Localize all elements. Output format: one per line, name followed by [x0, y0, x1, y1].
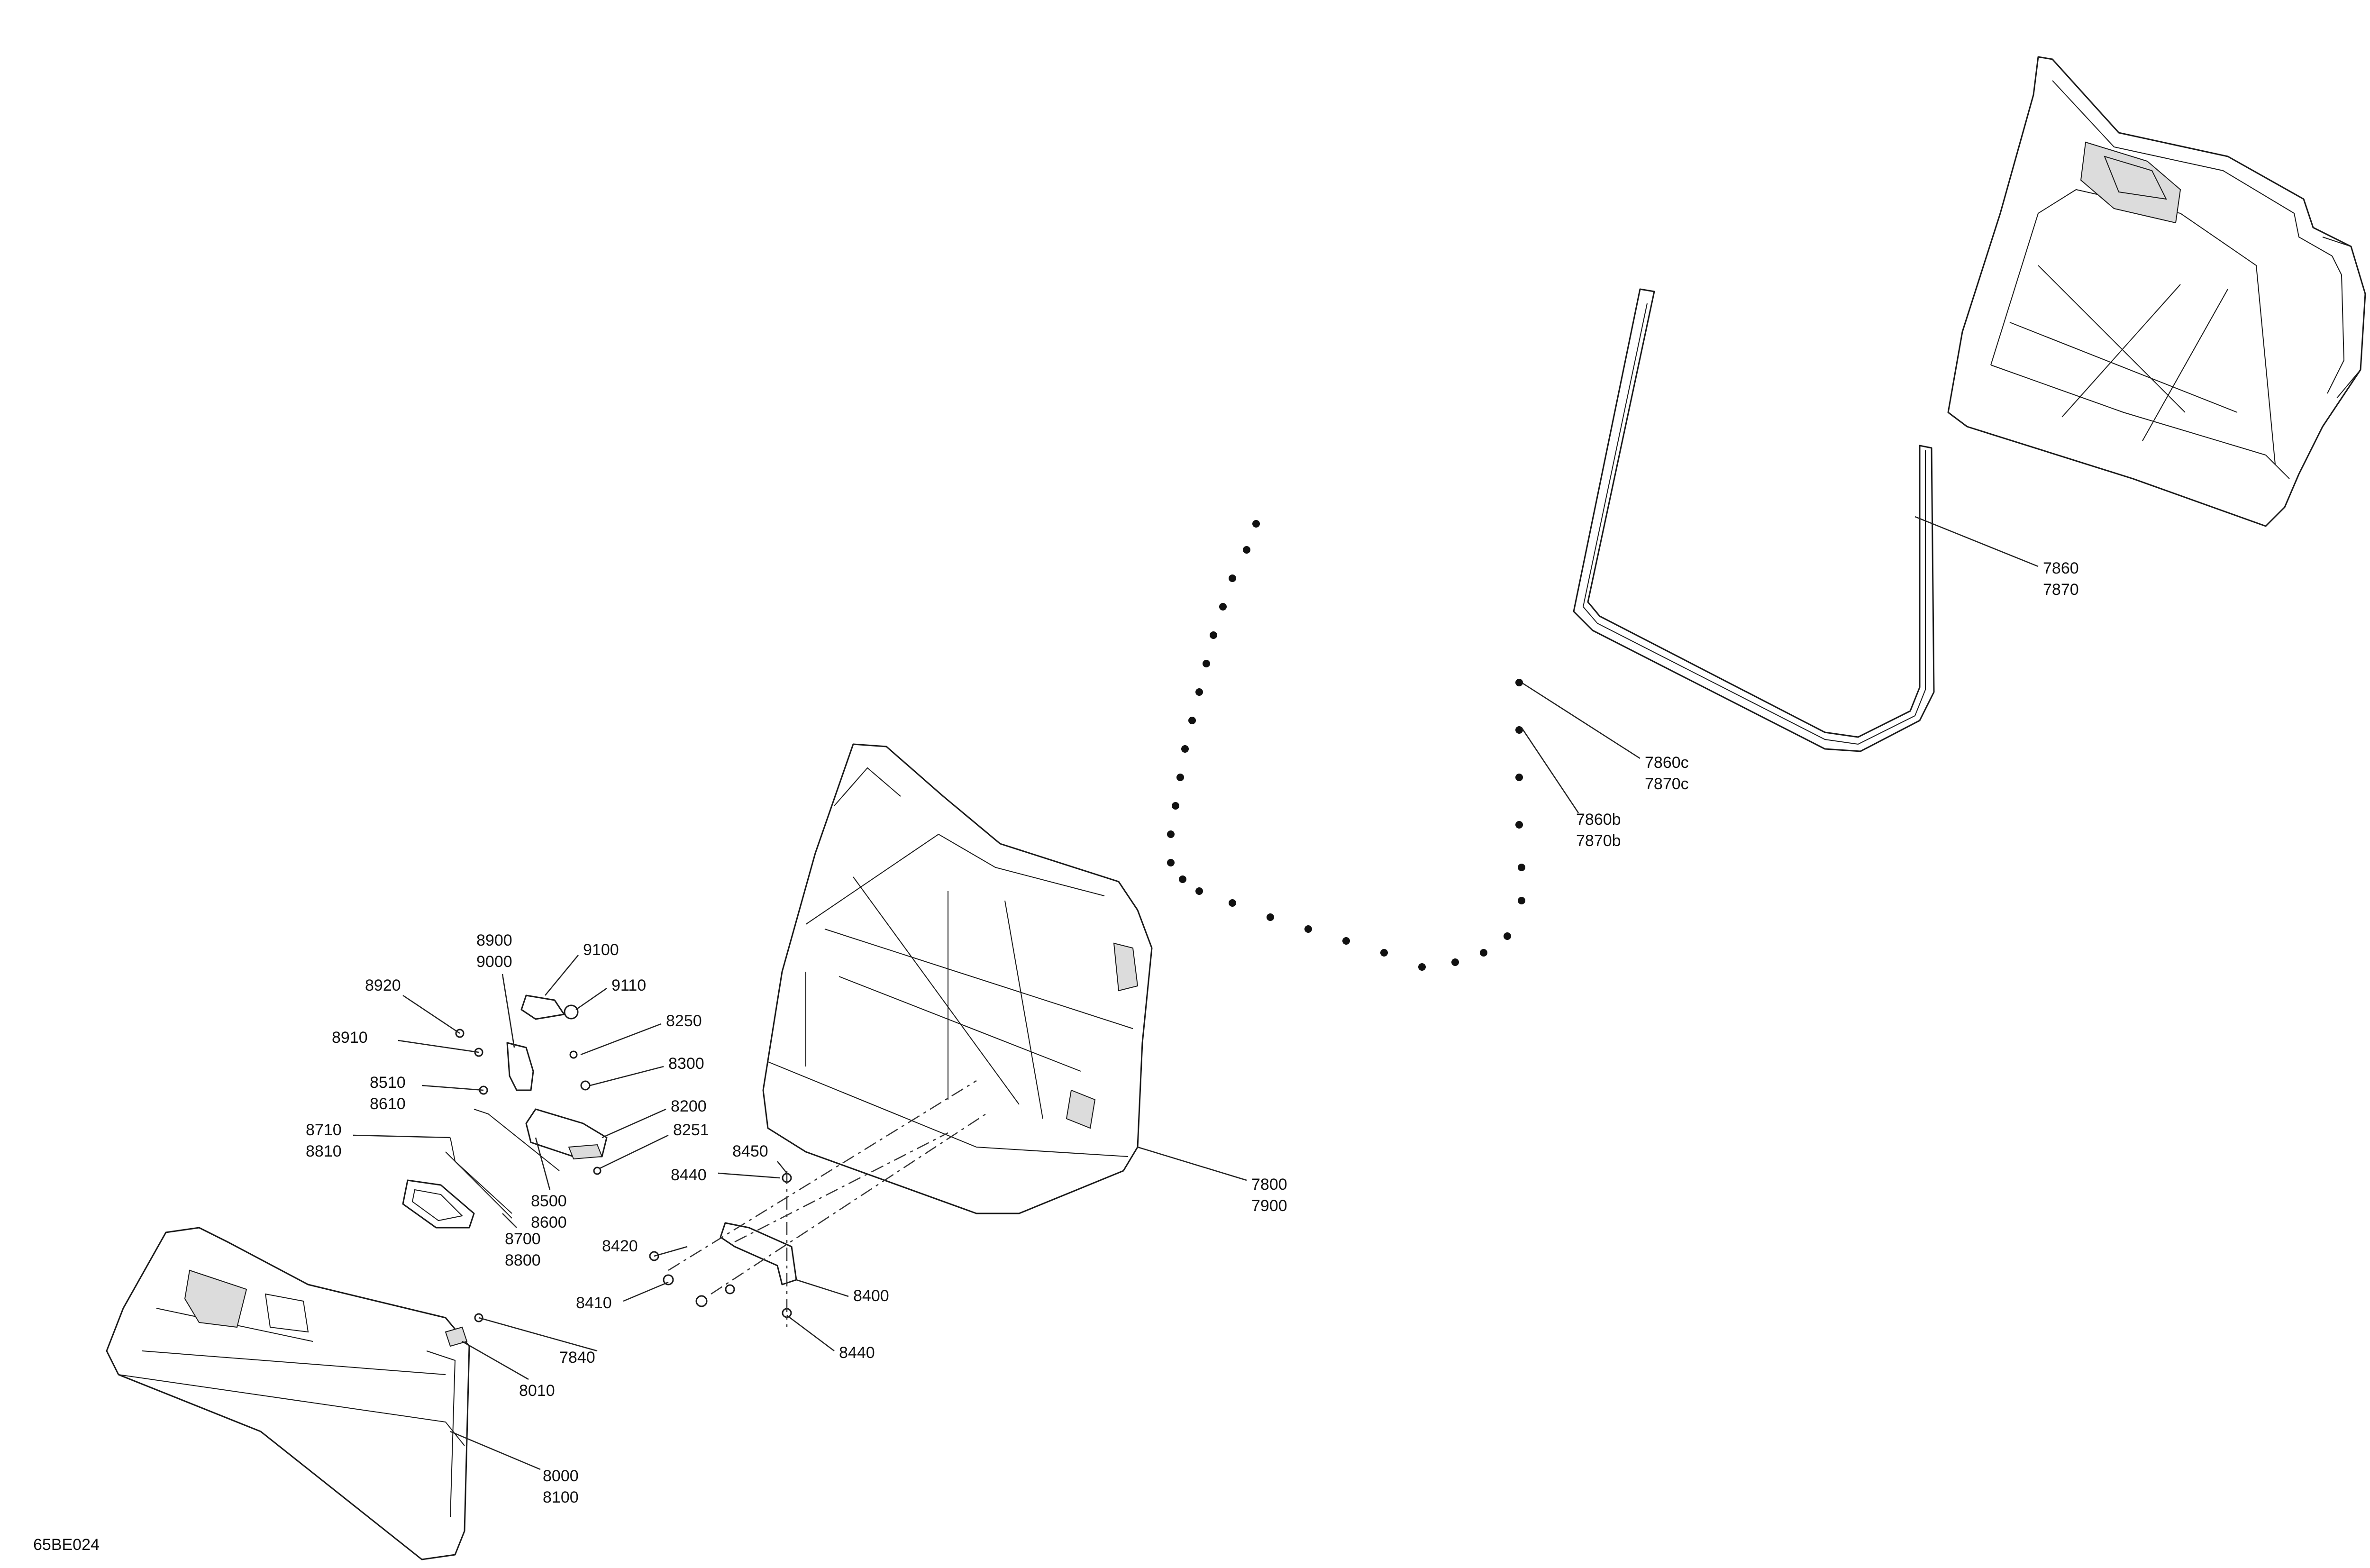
- lower-door-panel: [106, 1227, 470, 1560]
- drawing-code: 65BE024: [33, 1536, 100, 1554]
- callout-8610: 8610: [370, 1095, 406, 1113]
- callout-labels: 7860 7870 7860c 7870c 7860b 7870b 7800 7…: [33, 559, 2079, 1554]
- callout-7870b: 7870b: [1576, 832, 1621, 850]
- latch-hardware-group: [402, 994, 986, 1347]
- callout-8251: 8251: [673, 1121, 709, 1139]
- callout-7860b: 7860b: [1576, 811, 1621, 829]
- door-assembly-top-right: [1947, 56, 2366, 527]
- callout-7860: 7860: [2043, 559, 2079, 577]
- callout-8400: 8400: [853, 1287, 889, 1305]
- door-frame-center: [762, 743, 1153, 1214]
- callout-8000: 8000: [543, 1467, 579, 1485]
- callout-8100: 8100: [543, 1488, 579, 1506]
- callout-7870: 7870: [2043, 581, 2079, 599]
- callout-7840: 7840: [559, 1349, 595, 1367]
- callout-8800: 8800: [505, 1251, 541, 1269]
- callout-8010: 8010: [519, 1382, 555, 1400]
- seal-clip-trail: [1167, 520, 1525, 971]
- callout-8440-top: 8440: [671, 1166, 707, 1184]
- door-seal-strip: [1573, 288, 1935, 752]
- callout-9110: 9110: [611, 976, 646, 994]
- callout-8600: 8600: [531, 1213, 567, 1231]
- callout-8510: 8510: [370, 1074, 406, 1092]
- callout-8910: 8910: [332, 1029, 368, 1047]
- callout-8250: 8250: [666, 1012, 702, 1030]
- callout-8410: 8410: [576, 1294, 612, 1312]
- callout-8440-bottom: 8440: [839, 1344, 875, 1362]
- callout-7800: 7800: [1251, 1176, 1287, 1194]
- callout-7900: 7900: [1251, 1197, 1287, 1215]
- callout-7860c: 7860c: [1645, 754, 1689, 772]
- callout-8420: 8420: [602, 1237, 638, 1255]
- callout-9000: 9000: [476, 953, 512, 971]
- callout-8200: 8200: [671, 1097, 707, 1115]
- callout-8700: 8700: [505, 1230, 541, 1248]
- callout-8920: 8920: [365, 976, 401, 994]
- callout-8500: 8500: [531, 1192, 567, 1210]
- callout-8810: 8810: [306, 1142, 342, 1160]
- callout-8300: 8300: [668, 1055, 704, 1073]
- callout-8710: 8710: [306, 1121, 342, 1139]
- callout-7870c: 7870c: [1645, 775, 1689, 793]
- callout-8900: 8900: [476, 931, 512, 949]
- callout-8450: 8450: [732, 1142, 768, 1160]
- leader-lines: [353, 516, 2039, 1470]
- callout-9100: 9100: [583, 941, 619, 959]
